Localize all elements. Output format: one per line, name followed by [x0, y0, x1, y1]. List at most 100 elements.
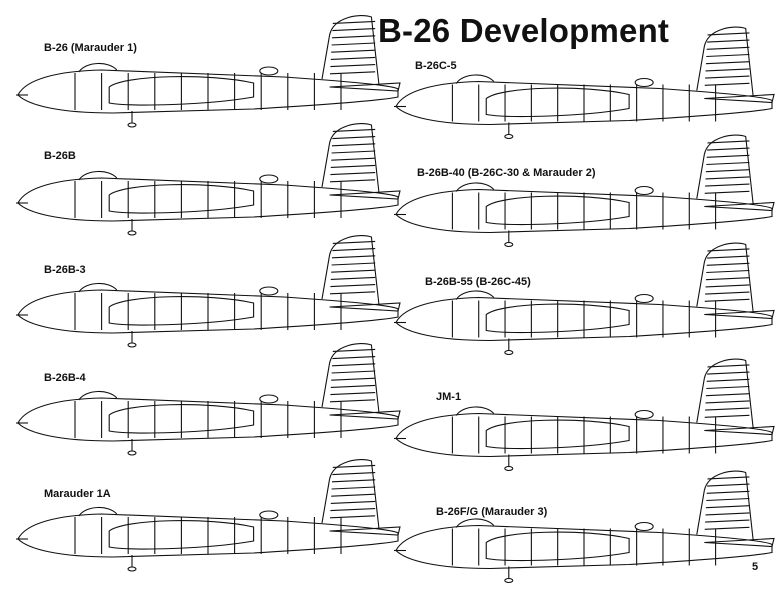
variant-label-jm1: JM-1	[436, 391, 462, 403]
tail-rib	[704, 526, 750, 530]
tail-rib	[330, 56, 376, 60]
engine-nacelle	[485, 531, 630, 562]
tail-rib	[329, 71, 376, 75]
horizontal-stabiliser	[329, 526, 401, 536]
tail-rib	[331, 150, 376, 154]
dorsal-turret	[634, 293, 654, 304]
tail-rib	[705, 183, 750, 187]
vertical-tail	[321, 123, 380, 194]
wheel	[504, 241, 514, 248]
tail-rib	[704, 190, 750, 194]
horizontal-stabiliser	[704, 425, 775, 436]
tail-rib	[705, 519, 750, 523]
tail-rib	[330, 500, 376, 504]
horizontal-stabiliser	[329, 82, 401, 92]
dorsal-turret	[259, 394, 279, 404]
tail-rib	[332, 472, 376, 476]
cockpit-canopy	[455, 518, 495, 528]
tail-rib	[332, 464, 376, 468]
tail-rib	[332, 248, 376, 252]
engine-nacelle	[108, 520, 255, 550]
wheel	[504, 465, 514, 472]
dorsal-turret	[634, 521, 654, 532]
vertical-tail	[321, 343, 380, 414]
cockpit-canopy	[78, 506, 118, 517]
fuselage	[17, 289, 399, 334]
tail-rib	[706, 53, 750, 58]
tail-rib	[707, 140, 750, 144]
tail-rib	[705, 512, 750, 516]
horizontal-stabiliser	[704, 201, 775, 212]
wheel	[504, 349, 514, 356]
cockpit-canopy	[78, 170, 118, 181]
cockpit-canopy	[78, 390, 118, 401]
cockpit-canopy	[78, 282, 118, 293]
tail-rib	[705, 169, 750, 173]
engine-nacelle	[485, 303, 630, 334]
tail-rib	[707, 371, 750, 375]
tail-rib	[707, 147, 750, 151]
tail-rib	[705, 284, 750, 288]
tail-rib	[707, 483, 750, 487]
variant-label-b26b4: B-26B-4	[44, 372, 86, 384]
fuselage	[17, 513, 399, 558]
engine-nacelle	[485, 87, 630, 118]
tail-rib	[332, 136, 376, 140]
fuselage	[395, 412, 773, 458]
tail-rib	[331, 363, 376, 367]
tail-rib	[705, 505, 750, 509]
tail-rib	[706, 497, 750, 502]
tail-rib	[705, 400, 750, 404]
tail-rib	[331, 42, 376, 46]
tail-rib	[329, 515, 376, 519]
variant-label-b26fg: B-26F/G (Marauder 3)	[436, 506, 548, 518]
tail-rib	[706, 161, 750, 166]
variant-label-b26c5: B-26C-5	[415, 60, 457, 72]
tail-rib	[332, 348, 376, 352]
tail-rib	[332, 128, 376, 132]
aircraft-drawing-b26b3	[16, 235, 401, 348]
tail-rib	[330, 64, 376, 68]
tail-rib	[707, 39, 750, 43]
tail-rib	[331, 486, 376, 490]
dorsal-turret	[634, 77, 654, 88]
tail-rib	[705, 176, 750, 180]
tail-rib	[331, 143, 376, 147]
tail-rib	[705, 68, 750, 72]
tail-rib	[704, 298, 750, 302]
variant-label-b26: B-26 (Marauder 1)	[44, 42, 137, 54]
tail-rib	[330, 172, 376, 176]
fuselage	[17, 397, 399, 442]
page-number: 5	[752, 561, 759, 573]
fuselage	[395, 80, 773, 126]
tail-rib	[706, 46, 750, 50]
tail-rib	[330, 508, 376, 512]
tail-rib	[331, 493, 376, 497]
tail-rib	[329, 291, 376, 295]
wheel	[127, 566, 137, 572]
cockpit-canopy	[455, 406, 495, 416]
tail-rib	[331, 377, 376, 381]
cockpit-canopy	[78, 62, 118, 73]
aircraft-drawing-b26b	[16, 123, 401, 236]
aircraft-drawing-b26fg	[394, 470, 775, 584]
engine-nacelle	[485, 419, 630, 450]
tail-rib	[331, 370, 376, 374]
vertical-tail	[321, 235, 380, 306]
tail-rib	[706, 269, 750, 274]
tail-rib	[706, 154, 750, 158]
tail-rib	[705, 407, 750, 411]
tail-rib	[330, 284, 376, 288]
tail-rib	[705, 277, 750, 281]
tail-rib	[706, 262, 750, 266]
tail-rib	[332, 240, 376, 244]
dorsal-turret	[634, 409, 654, 420]
tail-rib	[331, 255, 376, 259]
dorsal-turret	[259, 66, 279, 76]
variant-label-b26b3: B-26B-3	[44, 264, 86, 276]
fuselage	[395, 296, 773, 342]
tail-rib	[331, 269, 376, 273]
fuselage	[395, 524, 773, 570]
cockpit-canopy	[455, 74, 495, 84]
